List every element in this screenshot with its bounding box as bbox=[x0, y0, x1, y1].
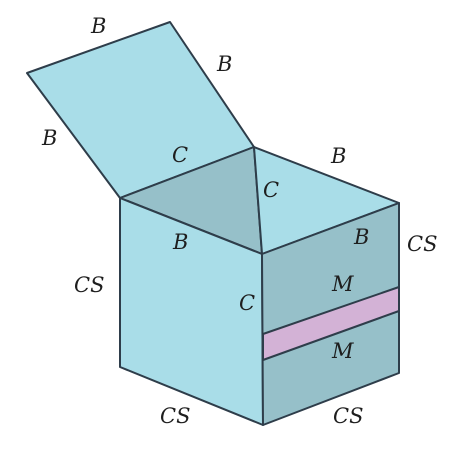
label-front-top: B bbox=[172, 230, 188, 254]
label-top-right: B bbox=[330, 144, 346, 168]
label-bottom-front: CS bbox=[160, 404, 190, 428]
band-stripe bbox=[262, 286, 400, 361]
label-left-vertical: CS bbox=[74, 273, 104, 297]
label-inner-back-right: C bbox=[263, 178, 279, 202]
label-inner-back-left: C bbox=[172, 143, 188, 167]
label-lid-left: B bbox=[41, 126, 57, 150]
label-lid-top: B bbox=[90, 14, 106, 38]
label-bottom-right: CS bbox=[333, 404, 363, 428]
label-inner-vertical: C bbox=[239, 291, 255, 315]
label-right-top: B bbox=[353, 225, 369, 249]
label-band-upper: M bbox=[331, 272, 354, 296]
label-band-lower: M bbox=[331, 339, 354, 363]
label-lid-right: B bbox=[216, 52, 232, 76]
label-right-vertical: CS bbox=[407, 232, 437, 256]
